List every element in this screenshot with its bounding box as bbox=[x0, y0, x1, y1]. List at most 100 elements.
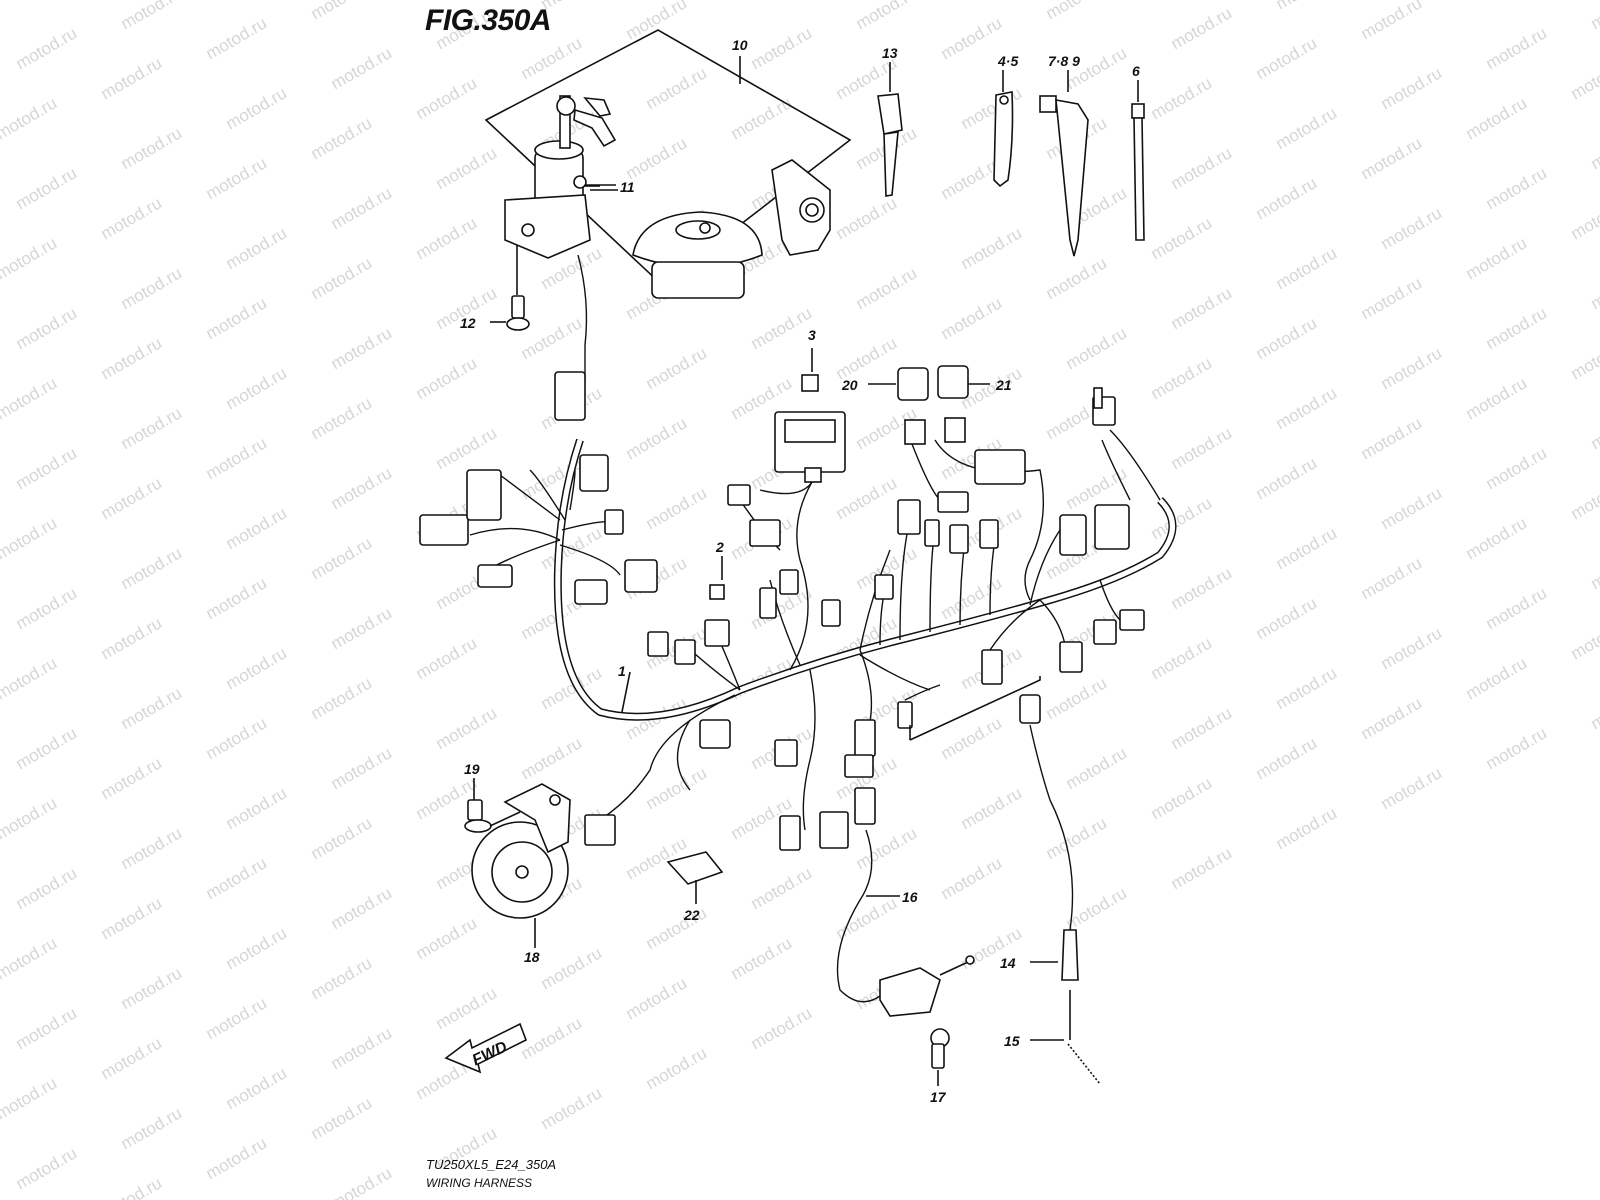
watermark-text: motod.ru bbox=[13, 443, 81, 493]
watermark-text: motod.ru bbox=[328, 603, 396, 653]
connector-icon bbox=[749, 519, 781, 547]
watermark-text: motod.ru bbox=[328, 183, 396, 233]
watermark-text: motod.ru bbox=[98, 1033, 166, 1083]
watermark-text: motod.ru bbox=[1253, 173, 1321, 223]
watermark-text: motod.ru bbox=[308, 253, 376, 303]
callout-leaders bbox=[584, 185, 723, 713]
watermark-text: motod.ru bbox=[958, 223, 1026, 273]
bracket-lines bbox=[909, 676, 1041, 741]
watermark-text: motod.ru bbox=[643, 1043, 711, 1093]
connector-icon bbox=[727, 484, 751, 506]
connector-icon bbox=[704, 619, 730, 647]
watermark-text: motod.ru bbox=[748, 863, 816, 913]
watermark-text: motod.ru bbox=[1568, 473, 1600, 523]
sidestand-switch bbox=[836, 829, 975, 1086]
watermark-text: motod.ru bbox=[1358, 0, 1426, 43]
watermark-text: motod.ru bbox=[328, 463, 396, 513]
watermark-text: motod.ru bbox=[1148, 493, 1216, 543]
watermark-text: motod.ru bbox=[1273, 103, 1341, 153]
watermark-text: motod.ru bbox=[13, 163, 81, 213]
watermark-text: motod.ru bbox=[1463, 653, 1531, 703]
watermark-text: motod.ru bbox=[413, 353, 481, 403]
main-wiring-harness bbox=[469, 429, 1177, 831]
watermark-text: motod.ru bbox=[413, 213, 481, 263]
watermark-text: motod.ru bbox=[518, 733, 586, 783]
connector-icon bbox=[854, 787, 876, 825]
callout-3: 3 bbox=[808, 327, 816, 343]
watermark-text: motod.ru bbox=[98, 613, 166, 663]
connector-icon bbox=[674, 639, 696, 665]
watermark-text: motod.ru bbox=[1378, 623, 1446, 673]
watermark-text: motod.ru bbox=[728, 933, 796, 983]
watermark-text: motod.ru bbox=[308, 813, 376, 863]
watermark-text: motod.ru bbox=[1378, 343, 1446, 393]
connector-icon bbox=[477, 564, 513, 588]
watermark-text: motod.ru bbox=[1588, 403, 1600, 453]
watermark-text: motod.ru bbox=[1378, 483, 1446, 533]
watermark-text: motod.ru bbox=[328, 883, 396, 933]
connector-icon bbox=[937, 491, 969, 513]
watermark-text: motod.ru bbox=[1378, 203, 1446, 253]
connector-icon bbox=[779, 815, 801, 851]
connector-icon bbox=[1094, 504, 1130, 550]
watermark-text: motod.ru bbox=[118, 823, 186, 873]
callout-16: 16 bbox=[902, 889, 918, 905]
watermark-text: motod.ru bbox=[223, 363, 291, 413]
watermark-text: motod.ru bbox=[118, 123, 186, 173]
connector-icon bbox=[1059, 514, 1087, 556]
connector-icon bbox=[974, 449, 1026, 485]
connector-icon bbox=[924, 519, 940, 547]
watermark-text: motod.ru bbox=[1463, 513, 1531, 563]
watermark-text: motod.ru bbox=[203, 993, 271, 1043]
watermark-text: motod.ru bbox=[938, 713, 1006, 763]
callout-2: 2 bbox=[715, 539, 724, 555]
watermark-text: motod.ru bbox=[1483, 443, 1551, 493]
watermark-text: motod.ru bbox=[1568, 53, 1600, 103]
watermark-text: motod.ru bbox=[328, 743, 396, 793]
watermark-text: motod.ru bbox=[308, 673, 376, 723]
watermark-text: motod.ru bbox=[1588, 543, 1600, 593]
watermark-text: motod.ru bbox=[1568, 193, 1600, 243]
watermark-text: motod.ru bbox=[98, 753, 166, 803]
watermark-text: motod.ru bbox=[1358, 553, 1426, 603]
model-code: TU250XL5_E24_350A bbox=[426, 1157, 557, 1172]
connector-icon bbox=[897, 701, 913, 729]
watermark-text: motod.ru bbox=[0, 0, 60, 3]
watermark-text: motod.ru bbox=[1588, 683, 1600, 733]
watermark-text: motod.ru bbox=[98, 473, 166, 523]
watermark-text: motod.ru bbox=[203, 573, 271, 623]
watermark-text: motod.ru bbox=[118, 683, 186, 733]
watermark-text: motod.ru bbox=[1463, 373, 1531, 423]
relay-icon bbox=[897, 367, 929, 401]
watermark-text: motod.ru bbox=[1063, 323, 1131, 373]
watermark-text: motod.ru bbox=[1273, 0, 1341, 13]
watermark-text: motod.ru bbox=[833, 193, 901, 243]
connectors bbox=[419, 371, 1145, 851]
watermark-text: motod.ru bbox=[1168, 143, 1236, 193]
watermark-text: motod.ru bbox=[1253, 453, 1321, 503]
figure-title: FIG.350A bbox=[425, 4, 552, 37]
watermark-text: motod.ru bbox=[13, 303, 81, 353]
watermark-text: motod.ru bbox=[958, 783, 1026, 833]
watermark-text: motod.ru bbox=[1358, 413, 1426, 463]
callout-12: 12 bbox=[460, 315, 476, 331]
fuse-icon bbox=[801, 374, 819, 392]
kit-outline bbox=[484, 29, 852, 287]
watermark-text: motod.ru bbox=[203, 13, 271, 63]
watermark-text: motod.ru bbox=[223, 503, 291, 553]
connector-icon bbox=[1059, 641, 1083, 673]
watermark-text: motod.ru bbox=[98, 333, 166, 383]
watermark-text: motod.ru bbox=[203, 433, 271, 483]
watermark-text: motod.ru bbox=[538, 1083, 606, 1133]
watermark-text: motod.ru bbox=[0, 653, 60, 703]
watermark-text: motod.ru bbox=[1148, 633, 1216, 683]
watermark-text: motod.ru bbox=[623, 973, 691, 1023]
watermark-text: motod.ru bbox=[643, 343, 711, 393]
watermark-text: motod.ru bbox=[1043, 813, 1111, 863]
watermark-text: motod.ru bbox=[1148, 773, 1216, 823]
neutral-switch-lead bbox=[1019, 694, 1101, 1085]
watermark-text: motod.ru bbox=[13, 1003, 81, 1053]
watermark-text: motod.ru bbox=[643, 763, 711, 813]
watermark-text: motod.ru bbox=[0, 513, 60, 563]
